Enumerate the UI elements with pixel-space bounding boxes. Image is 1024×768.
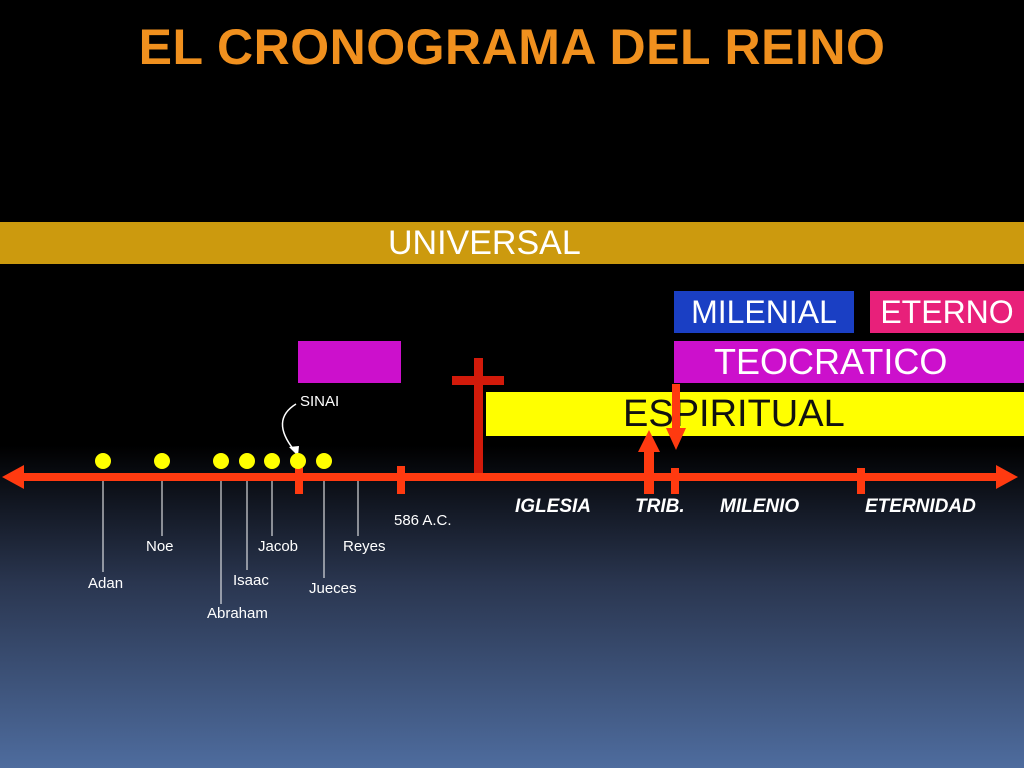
band-milenial: MILENIAL — [674, 291, 854, 333]
era-trib: TRIB. — [635, 496, 685, 517]
sinai-pointer-arrow — [281, 403, 299, 456]
person-jueces: Jueces — [309, 580, 357, 597]
dot-jacob — [264, 453, 280, 469]
dot-abraham — [213, 453, 229, 469]
person-noe: Noe — [146, 538, 174, 555]
down-arrow-icon — [666, 384, 686, 450]
sinai-label: SINAI — [300, 393, 340, 410]
person-isaac: Isaac — [233, 572, 269, 589]
person-connectors — [102, 480, 359, 604]
timeline-arrow — [2, 465, 1018, 489]
era-iglesia: IGLESIA — [515, 496, 592, 517]
band-universal: UNIVERSAL — [0, 222, 1024, 264]
sinai-box — [298, 341, 401, 383]
era-eternidad: ETERNIDAD — [865, 496, 976, 517]
up-arrow-icon — [638, 430, 660, 468]
era-milenio: MILENIO — [720, 496, 800, 517]
person-abraham: Abraham — [207, 605, 268, 622]
date-586-label: 586 A.C. — [394, 512, 452, 529]
band-espiritual-label: ESPIRITUAL — [623, 393, 845, 435]
dot-sinai — [290, 453, 306, 469]
timeline-ticks — [295, 458, 865, 494]
cross-icon — [452, 358, 504, 478]
dot-adan — [95, 453, 111, 469]
person-adan: Adan — [88, 575, 124, 592]
band-universal-label: UNIVERSAL — [388, 224, 581, 262]
dot-noe — [154, 453, 170, 469]
band-espiritual: ESPIRITUAL — [486, 392, 1024, 436]
person-jacob: Jacob — [258, 538, 299, 555]
dot-jueces — [316, 453, 332, 469]
page-title: EL CRONOGRAMA DEL REINO — [138, 19, 886, 75]
band-teocratico: TEOCRATICO — [674, 341, 1024, 383]
event-dots — [95, 453, 332, 469]
band-eterno: ETERNO — [870, 291, 1024, 333]
band-teocratico-label: TEOCRATICO — [714, 341, 948, 382]
dot-isaac — [239, 453, 255, 469]
person-reyes: Reyes — [343, 538, 386, 555]
